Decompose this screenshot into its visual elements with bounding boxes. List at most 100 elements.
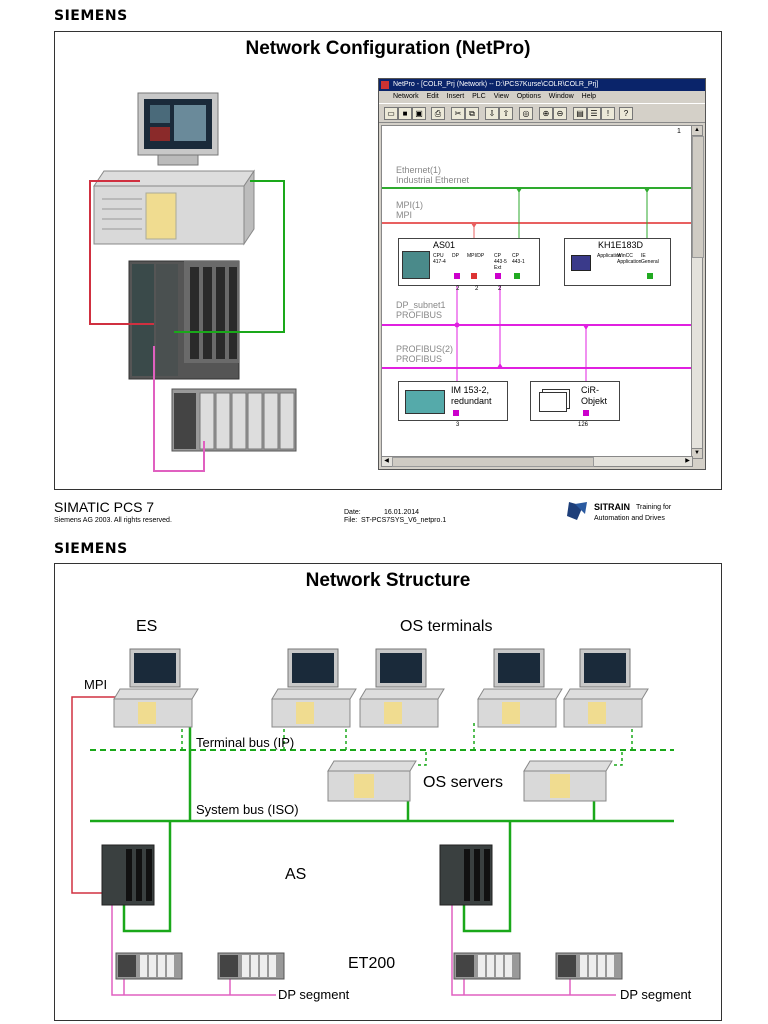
et200-2-icon <box>217 952 285 980</box>
menu-window[interactable]: Window <box>548 93 574 100</box>
cut-icon[interactable]: ✂ <box>451 107 465 120</box>
cp-eth-port-icon <box>514 273 520 279</box>
scroll-down-icon[interactable]: ▼ <box>692 448 702 458</box>
footer-date-label: Date: <box>344 509 361 516</box>
netpro-menu-bar: Network Edit Insert PLC View Options Win… <box>379 91 705 103</box>
station-kh[interactable]: KH1E183D Application WinCC Application I… <box>564 238 671 286</box>
net-mpi-type: MPI <box>396 210 413 220</box>
slide-title: Network Configuration (NetPro) <box>245 38 531 59</box>
footer-copyright: Siemens AG 2003. All rights reserved. <box>54 517 172 524</box>
et200-1-icon <box>115 952 183 980</box>
label-system-bus: System bus (ISO) <box>196 802 299 817</box>
menu-insert[interactable]: Insert <box>446 93 465 100</box>
et200-rack-icon <box>405 390 445 414</box>
netpro-canvas[interactable]: 1 Ethernet(1) Industrial Ethernet MPI(1)… <box>381 125 693 459</box>
menu-plc[interactable]: PLC <box>472 93 486 100</box>
menu-options[interactable]: Options <box>516 93 541 100</box>
scroll-up-icon[interactable]: ▲ <box>692 126 702 136</box>
station-as01[interactable]: AS01 CPU 417-4 DP MPI/DP CP 443-5 Ext CP… <box>398 238 540 286</box>
menu-edit[interactable]: Edit <box>426 93 439 100</box>
mpi-port-icon <box>471 273 477 279</box>
online-icon[interactable]: ◎ <box>519 107 533 120</box>
scroll-left-icon[interactable]: ◀ <box>384 458 389 464</box>
label-as: AS <box>285 866 307 883</box>
sitrain-logo-icon <box>567 502 587 520</box>
et200-4-icon <box>555 952 623 980</box>
menu-network[interactable]: Network <box>393 93 419 100</box>
module-mpidp[interactable]: MPI/DP <box>467 253 485 259</box>
module-cp4435[interactable]: CP 443-5 Ext <box>494 253 507 271</box>
net-dp-type: PROFIBUS <box>396 310 443 320</box>
catalog-icon[interactable]: ▤ <box>573 107 587 120</box>
netpro-title-bar[interactable]: NetPro - [COLR_Prj (Network) -- D:\PCS7K… <box>379 79 705 91</box>
siemens-logo: SIEMENS <box>54 8 128 24</box>
os-terminal-3-icon <box>477 648 563 728</box>
label-terminal-bus: Terminal bus (IP) <box>196 735 295 750</box>
es-pc-icon <box>113 648 199 728</box>
menu-view[interactable]: View <box>493 93 509 100</box>
properties-icon[interactable]: ☰ <box>587 107 601 120</box>
module-application[interactable]: Application <box>597 253 622 259</box>
hardware-illustration <box>89 92 297 472</box>
net-mpi-name: MPI(1) <box>396 200 423 210</box>
net-ethernet-type: Industrial Ethernet <box>396 175 470 185</box>
module-cp4431[interactable]: CP 443-1 <box>512 253 525 265</box>
page-number-label: 1 <box>677 128 681 135</box>
save-compile-icon[interactable]: ▣ <box>412 107 426 120</box>
as-plc-1-icon <box>101 844 155 906</box>
os-terminal-1-icon <box>271 648 357 728</box>
net-ethernet-name: Ethernet(1) <box>396 165 442 175</box>
im-dp-port-icon <box>453 410 459 416</box>
os-server-2-icon <box>523 760 613 802</box>
vertical-scrollbar[interactable]: ▲ ▼ <box>691 125 704 459</box>
footer-date-value: 16.01.2014 <box>384 509 420 516</box>
module-wincc[interactable]: WinCC Application <box>617 253 642 265</box>
module-ie-general[interactable]: IE General <box>641 253 659 265</box>
rack-icon <box>402 251 430 279</box>
net-dp-name: DP_subnet1 <box>396 300 446 310</box>
pc-station-icon <box>571 255 591 271</box>
network-structure-diagram <box>71 648 674 996</box>
label-es: ES <box>136 618 158 635</box>
netpro-toolbar: ▭ ■ ▣ ⎙ ✂ ⧉ ⇩ ⇧ ◎ ⊕ ⊖ ▤ ☰ ! ? <box>379 103 705 123</box>
alert-icon[interactable]: ! <box>601 107 615 120</box>
label-dp-segment-left: DP segment <box>278 987 350 1002</box>
horizontal-scrollbar[interactable]: ◀ ▶ <box>381 456 693 467</box>
module-dp[interactable]: DP <box>452 253 459 259</box>
module-cpu[interactable]: CPU 417-4 <box>433 253 446 265</box>
print-icon[interactable]: ⎙ <box>431 107 445 120</box>
os-terminal-2-icon <box>359 648 445 728</box>
footer-file-value: ST-PCS7SYS_V6_netpro.1 <box>361 517 447 524</box>
open-icon[interactable]: ▭ <box>384 107 398 120</box>
zoom-out-icon[interactable]: ⊖ <box>553 107 567 120</box>
station-cir-name: CiR-Objekt <box>581 385 608 406</box>
station-im153-name: IM 153-2, redundant <box>451 385 492 406</box>
as-addr-2: 2 <box>475 286 479 292</box>
cir-dp-port-icon <box>583 410 589 416</box>
cir-object-icon <box>539 392 567 412</box>
menu-help[interactable]: Help <box>581 93 597 100</box>
station-cir[interactable]: CiR-Objekt <box>530 381 620 421</box>
netpro-title-text: NetPro - [COLR_Prj (Network) -- D:\PCS7K… <box>393 81 599 88</box>
scroll-right-icon[interactable]: ▶ <box>685 458 690 464</box>
scroll-thumb[interactable] <box>692 136 704 258</box>
es-monitor-image <box>137 92 219 166</box>
dp-port-icon <box>454 273 460 279</box>
et200-3-icon <box>453 952 521 980</box>
es-pc-image <box>93 169 255 246</box>
help-icon[interactable]: ? <box>619 107 633 120</box>
footer-file-label: File: <box>344 517 358 524</box>
hscroll-thumb[interactable] <box>392 457 594 467</box>
as-addr-1: 2 <box>456 286 460 292</box>
copy-icon[interactable]: ⧉ <box>465 107 479 120</box>
net-pb2-type: PROFIBUS <box>396 354 443 364</box>
kh-eth-port-icon <box>647 273 653 279</box>
netpro-window[interactable]: NetPro - [COLR_Prj (Network) -- D:\PCS7K… <box>378 78 706 470</box>
upload-icon[interactable]: ⇧ <box>499 107 513 120</box>
sitrain-line1: Training for <box>636 504 672 511</box>
station-im153[interactable]: IM 153-2, redundant <box>398 381 508 421</box>
zoom-in-icon[interactable]: ⊕ <box>539 107 553 120</box>
cp-dp-port-icon <box>495 273 501 279</box>
save-icon[interactable]: ■ <box>398 107 412 120</box>
download-icon[interactable]: ⇩ <box>485 107 499 120</box>
